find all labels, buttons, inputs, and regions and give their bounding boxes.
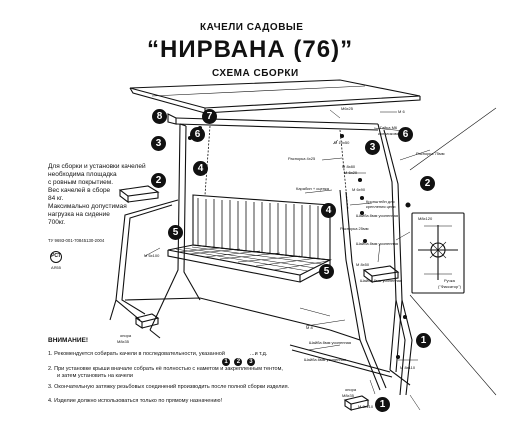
- label-karabin: Карабин + сцепка: [296, 186, 329, 191]
- label-shaiba-1: Шайба 8мм усиленная: [356, 213, 399, 218]
- spec-line-6: Максимально допустимая: [48, 203, 127, 210]
- reference-line-2: [409, 294, 497, 396]
- right-frame: [289, 123, 413, 396]
- warning-item-2b: и затем установить на качели: [57, 373, 133, 379]
- label-m6x20: М 6х20: [344, 170, 358, 175]
- label-ruchka: Ручка: [444, 278, 455, 283]
- chains: [204, 125, 349, 211]
- label-shaiba-3: Шайба 8мм усиленная: [360, 278, 403, 283]
- step-badge-5-right: 5: [319, 264, 334, 279]
- step-badge-8: 8: [152, 109, 167, 124]
- spec-line-1: Для сборки и установки качелей: [48, 163, 146, 170]
- spec-line-3: с ровным покрытием.: [48, 179, 114, 186]
- step-badge-6-left: 6: [190, 127, 205, 142]
- warning-item-1: 1. Рекомендуется собирать качели в после…: [48, 351, 225, 357]
- label-m8x110b: М 8х110: [358, 404, 374, 409]
- label-m8x110a: М 8х110: [400, 365, 416, 370]
- spec-line-4: Вес качелей в сборе: [48, 187, 111, 194]
- label-m6x100: М 6х100: [144, 253, 160, 258]
- label-m8x120: М8х120: [418, 216, 433, 221]
- page-title: “НИРВАНА (76)”: [147, 36, 354, 63]
- label-m6-mid: М 6х90: [352, 187, 366, 192]
- step-badge-3-left: 3: [151, 136, 166, 151]
- label-m6-top: М 6: [398, 109, 405, 114]
- page-subtitle: СХЕМА СБОРКИ: [212, 68, 299, 79]
- spec-line-7: нагрузка на сидение: [48, 211, 110, 218]
- certification-code: АЯ55: [51, 265, 62, 270]
- label-m8x35: М8х35: [117, 339, 130, 344]
- label-rasporka75: Распорка 75мм: [416, 151, 445, 156]
- step-badge-5-left: 5: [168, 225, 183, 240]
- label-shaiba-4: Шайба 8мм усиленная: [309, 340, 352, 345]
- handle-detail: [411, 212, 465, 294]
- label-m10x50: М 10х50: [334, 140, 350, 145]
- step-badge-6-right: 6: [398, 127, 413, 142]
- label-rasporka25b: Распорка 25мм: [340, 226, 369, 231]
- step-badge-3-right: 3: [365, 140, 380, 155]
- leader-lines: [144, 109, 431, 411]
- warning-title: ВНИМАНИЕ!: [48, 337, 89, 344]
- step-badge-7: 7: [202, 109, 217, 124]
- step-badge-2-right: 2: [420, 176, 435, 191]
- left-foot: [124, 297, 331, 331]
- seat-back: [192, 194, 331, 261]
- seat-mesh: [167, 244, 332, 283]
- warning-item-1-tail: ...и т.д.: [250, 351, 268, 357]
- label-gaika: Гайка М6: [380, 125, 398, 130]
- sequence-badge-3: 3: [246, 358, 255, 366]
- spec-line-5: 84 кг.: [48, 195, 64, 202]
- fasteners: [187, 125, 411, 360]
- sequence-badges: 1 2 3: [222, 350, 255, 368]
- left-frame: [109, 123, 201, 339]
- step-badge-4-right: 4: [321, 203, 336, 218]
- reference-line: [409, 107, 497, 171]
- label-kronshtein-2: крепления цепи: [366, 204, 396, 209]
- armrest-right: [362, 265, 400, 284]
- roof-canopy: [129, 79, 421, 114]
- spec-line-8: 700кг.: [48, 219, 66, 226]
- step-badge-4-left: 4: [193, 161, 208, 176]
- label-m6x25: М6х25: [341, 106, 354, 111]
- step-badge-1-top: 1: [416, 333, 431, 348]
- step-badge-1-bottom: 1: [375, 397, 390, 412]
- header-top: КАЧЕЛИ САДОВЫЕ: [200, 22, 304, 33]
- label-opora-1: опора: [120, 333, 132, 338]
- label-kolpach: колпачковая: [378, 131, 402, 136]
- label-shaiba-2: Шайба 8мм усиленная: [356, 241, 399, 246]
- warning-item-3: 3. Окончательную затяжку резьбовых соеди…: [48, 384, 290, 390]
- label-kronshtein: Кронштейн для: [366, 199, 395, 204]
- label-m8x80: М 8х80: [342, 164, 356, 169]
- warning-item-2: 2. При установке крыши вначале собрать е…: [48, 366, 283, 372]
- label-m8x50: М 8х50: [356, 262, 370, 267]
- label-m8x35b: М8х35: [342, 393, 355, 398]
- base-plates: [134, 313, 370, 412]
- certification-icon: РСТ: [50, 251, 62, 263]
- label-opora-2: опора: [345, 387, 357, 392]
- sequence-badge-2: 2: [234, 358, 243, 366]
- warning-item-4: 4. Изделие должно использоваться только …: [48, 398, 223, 404]
- spec-line-2: необходима площадка: [48, 171, 117, 178]
- spec-standard: ТУ 9693-001-70845130-2004: [48, 238, 105, 243]
- sequence-badge-1: 1: [222, 358, 230, 366]
- armrest-left: [118, 185, 160, 204]
- step-badge-2-left: 2: [151, 173, 166, 188]
- label-rasporka25: Распорка 4х25: [288, 156, 316, 161]
- label-ruchka-hint: ("Фиксатор"): [438, 284, 461, 289]
- label-rasporka-25mm: Шайба 8мм усиленная: [304, 357, 347, 362]
- label-m8: М 8: [306, 325, 313, 330]
